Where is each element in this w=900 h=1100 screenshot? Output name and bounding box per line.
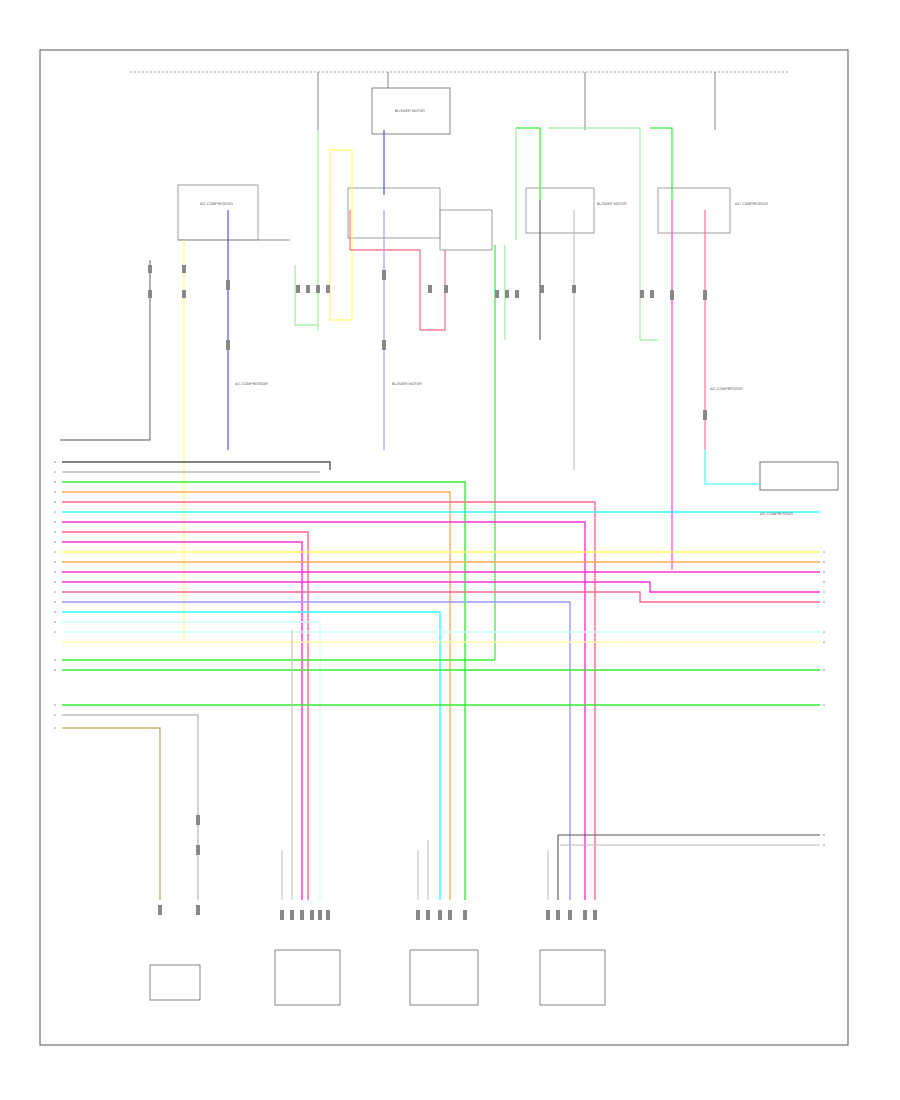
diagram-frame xyxy=(39,49,849,1046)
label-right-component: A/C COMPRESSOR xyxy=(710,387,743,391)
main-harness xyxy=(62,461,820,900)
label-top-box: BLOWER MOTOR xyxy=(395,109,425,113)
yellow-loop xyxy=(329,149,353,321)
top-feeds xyxy=(317,72,716,130)
left-black-wire xyxy=(60,260,151,441)
light-green-loop xyxy=(294,265,318,326)
label-left-component: A/C COMPRESSOR xyxy=(235,382,268,386)
green-loop-3 xyxy=(548,127,658,341)
left-terminal-marks xyxy=(54,461,56,729)
right-terminal-marks xyxy=(823,551,825,846)
bottom-connector-stubs xyxy=(158,815,597,920)
black-right-wire xyxy=(557,834,820,900)
gray-drops xyxy=(281,630,549,900)
label-center-relay: BLOWER MOTOR xyxy=(597,202,627,206)
cyan-to-right-box xyxy=(704,450,760,485)
bottom-unit-3-box xyxy=(409,949,479,1006)
right-component-box xyxy=(759,461,839,491)
bottom-components xyxy=(149,949,606,1006)
component-labels: A/C COMPRESSOR BLOWER MOTOR BLOWER MOTOR… xyxy=(200,109,793,516)
label-left-relay: A/C COMPRESSOR xyxy=(200,202,233,206)
connector-stubs xyxy=(148,265,707,420)
top-center-box xyxy=(371,87,451,135)
green-loop-1 xyxy=(516,127,541,200)
label-center-component: BLOWER MOTOR xyxy=(392,382,422,386)
label-right-relay: A/C COMPRESSOR xyxy=(735,202,768,206)
label-right-box: A/C COMPRESSOR xyxy=(760,512,793,516)
bottom-unit-4-box xyxy=(539,949,606,1006)
pink-loop xyxy=(350,249,446,331)
bottom-unit-1-box xyxy=(149,964,201,1001)
green-loop-4 xyxy=(650,127,673,200)
bottom-unit-2-box xyxy=(274,949,341,1006)
